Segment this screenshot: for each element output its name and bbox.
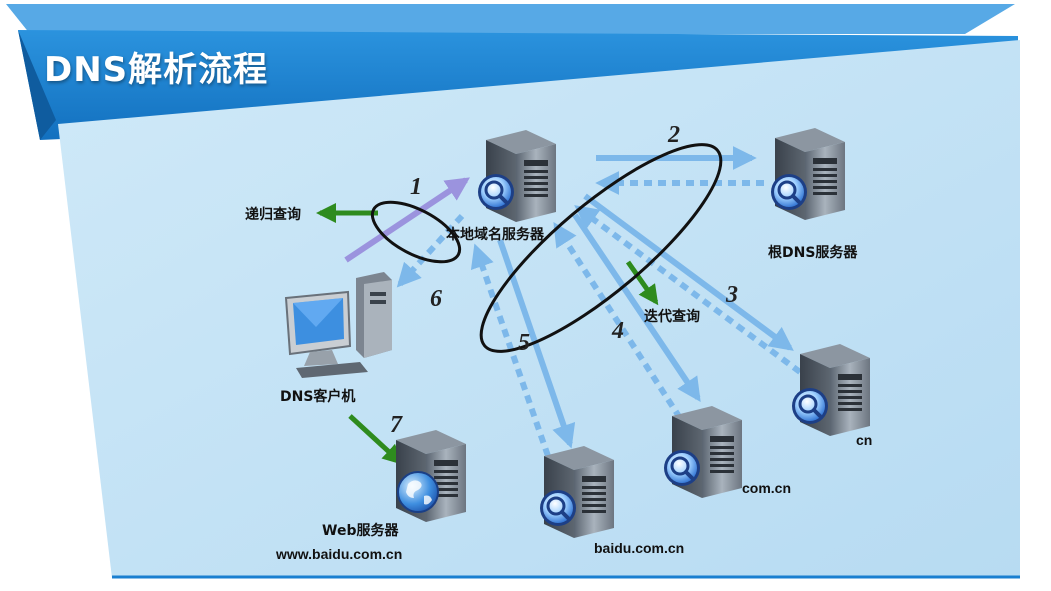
step-number-3: 3: [726, 282, 738, 308]
root-dns-server-icon: [769, 128, 845, 220]
arrow-step7: [348, 414, 403, 465]
cn-server-label: cn: [856, 432, 873, 448]
step-number-7: 7: [390, 412, 402, 438]
arrow-query-cn: [583, 193, 794, 351]
arrow-reply-comcn: [553, 221, 683, 420]
web-server-label: Web服务器: [322, 523, 399, 539]
cn-server-icon: [790, 344, 870, 436]
arrow-reply-cn: [574, 205, 802, 375]
diagram-panel: [58, 40, 1020, 579]
step-number-2: 2: [668, 122, 680, 148]
globe-icon: [397, 471, 439, 513]
arrow-iterative-label: [625, 260, 659, 306]
baidu-server-icon: [538, 446, 614, 538]
arrow-reply-baidu: [470, 243, 551, 457]
arrow-reply-client: [396, 213, 465, 288]
iterative-query-label: 迭代查询: [644, 309, 700, 325]
web-url-label: www.baidu.com.cn: [276, 546, 403, 562]
iterative-ellipse: [479, 143, 723, 353]
dns-client-label: DNS客户机: [280, 389, 356, 405]
page-title: DNS解析流程: [44, 50, 269, 90]
step-number-5: 5: [518, 330, 530, 356]
baidu-server-label: baidu.com.cn: [594, 540, 685, 556]
step-number-4: 4: [612, 318, 624, 344]
root-dns-server-label: 根DNS服务器: [768, 245, 858, 261]
step-number-6: 6: [430, 286, 442, 312]
computer-icon: [284, 272, 392, 378]
recursive-query-label: 递归查询: [245, 207, 301, 223]
local-dns-server-icon: [476, 130, 556, 222]
comcn-server-icon: [662, 406, 742, 498]
local-dns-server-label: 本地域名服务器: [446, 227, 544, 243]
comcn-server-label: com.cn: [742, 480, 792, 496]
web-server-icon: [396, 430, 466, 522]
step-number-1: 1: [410, 174, 422, 200]
arrow-query-local: [344, 177, 470, 263]
arrow-query-comcn: [572, 213, 701, 402]
recursive-ellipse: [370, 200, 462, 264]
